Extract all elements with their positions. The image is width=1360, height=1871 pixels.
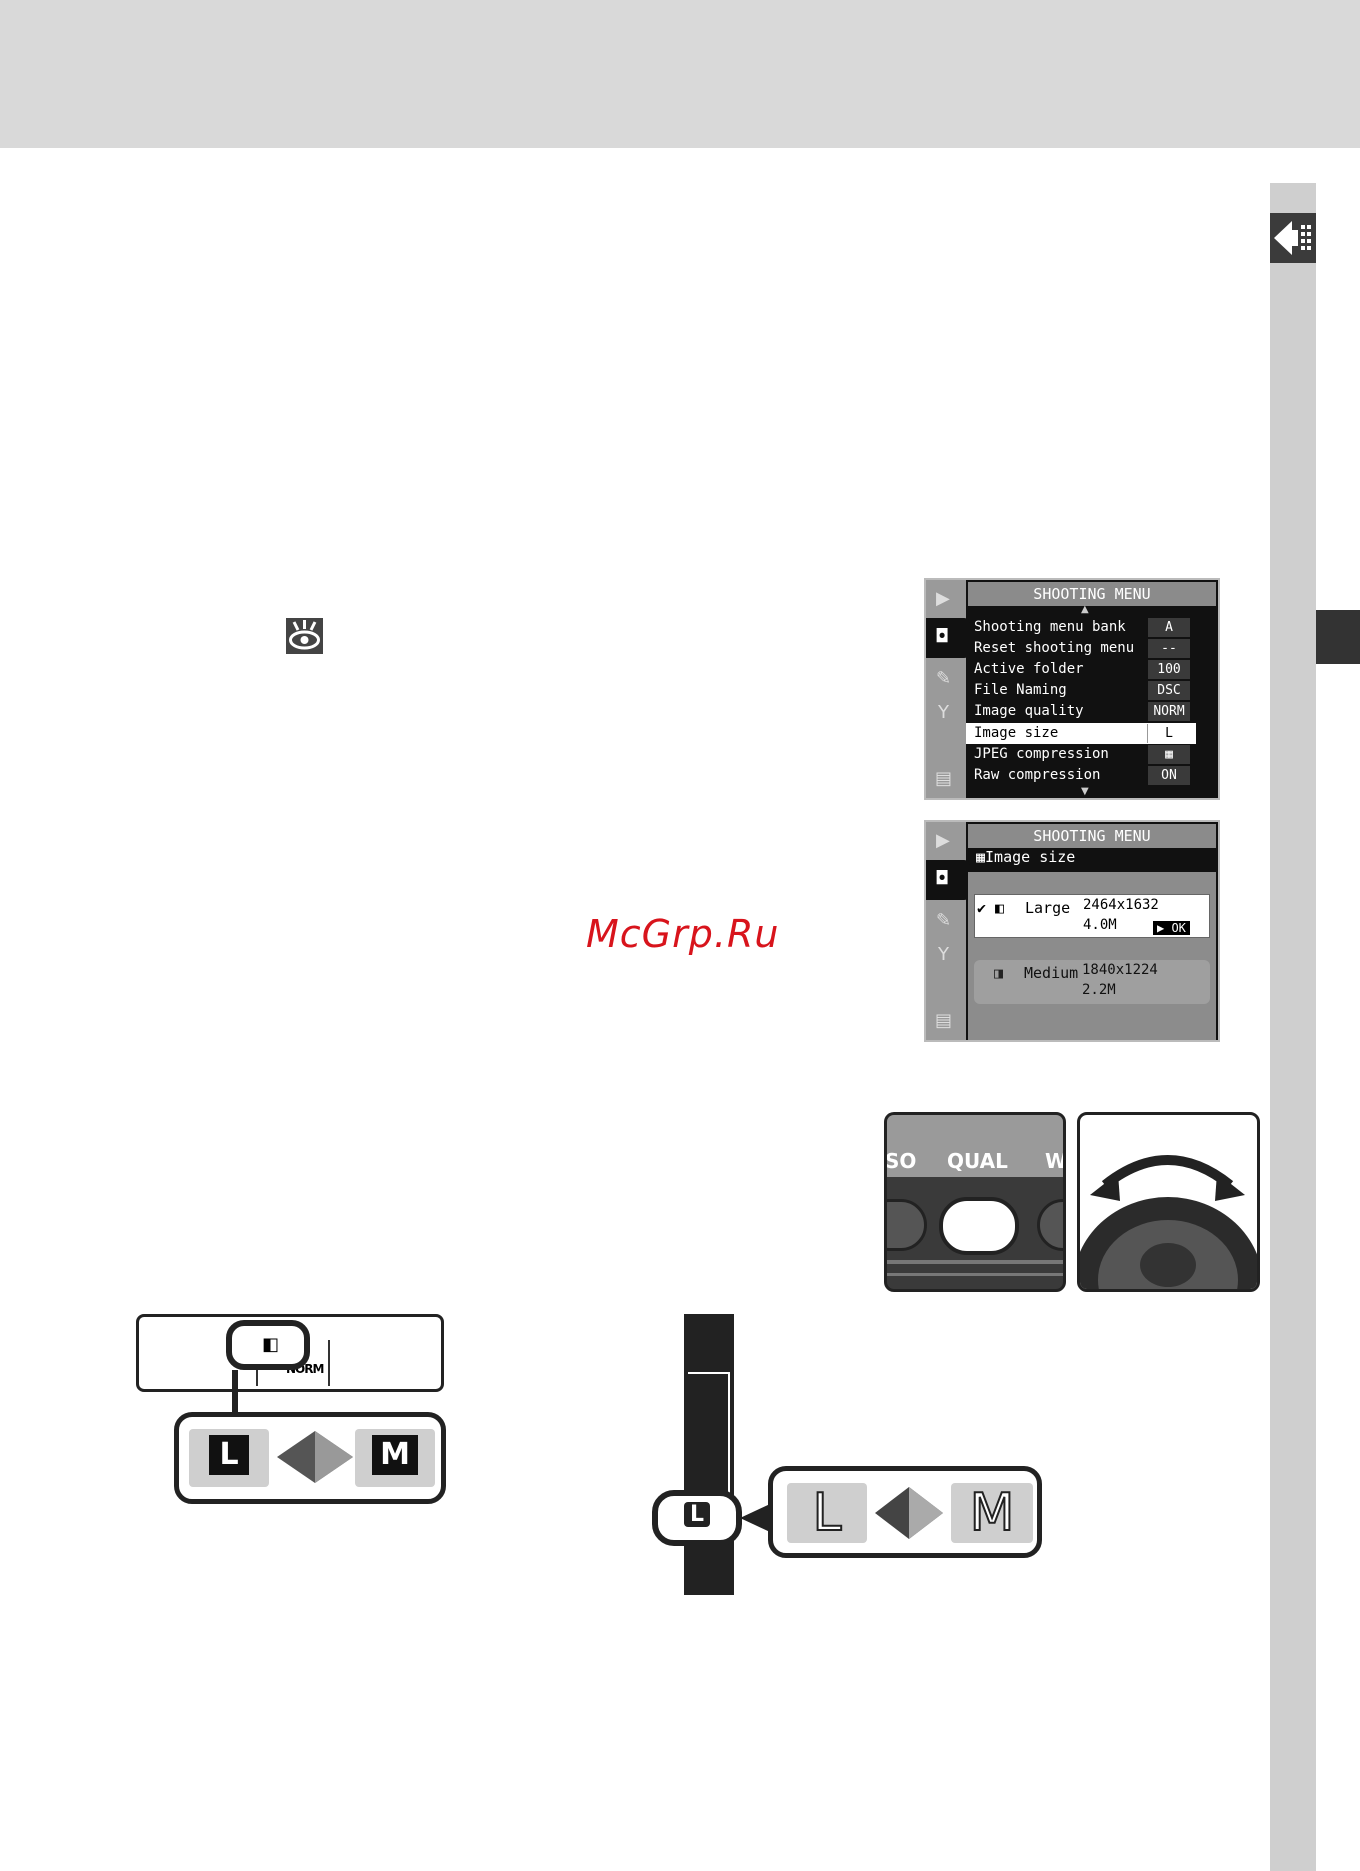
top-header-band	[0, 0, 1360, 148]
shooting-tab[interactable]	[926, 618, 970, 658]
camera-icon: ◘	[935, 626, 950, 647]
size-l-label: L	[812, 1482, 843, 1544]
body-stripe	[887, 1273, 1063, 1276]
medium-size-icon: ◨	[994, 964, 1004, 982]
menu-title: SHOOTING MENU	[968, 582, 1216, 606]
recent-menu-icon: ▤	[935, 768, 953, 789]
option-large[interactable]: ✔ ◧ Large 2464x1632 4.0M ▶ OK	[974, 894, 1210, 938]
watermark: McGrp.Ru	[586, 912, 780, 956]
ok-label: OK	[1171, 921, 1186, 935]
menu-title: SHOOTING MENU	[968, 824, 1216, 848]
rear-highlight-ring: L	[652, 1490, 742, 1546]
lcd-highlight-ring: ◧	[226, 1320, 310, 1370]
rear-size-selector: L M	[768, 1466, 1042, 1558]
image-size-heading: ▦Image size	[976, 848, 1075, 866]
medium-resolution: 1840x1224	[1082, 962, 1158, 978]
size-option-m[interactable]: M	[355, 1429, 435, 1487]
check-icon: ✔	[977, 899, 987, 917]
medium-label: Medium	[1024, 964, 1079, 982]
camera-icon: ◘	[935, 868, 950, 889]
large-label: Large	[1025, 899, 1071, 917]
shooting-tab[interactable]	[926, 860, 970, 900]
menu-arrow-icon	[1270, 213, 1316, 263]
size-l-label: L	[209, 1435, 249, 1475]
menu-tab-column: ▶ ◘ ✎ Y ▤	[926, 580, 970, 798]
eye-reference-icon	[286, 618, 323, 654]
option-medium[interactable]: ◨ Medium 1840x1224 2.2M	[974, 960, 1210, 1004]
side-index-bar	[1270, 183, 1316, 1871]
button-label-strip	[887, 1115, 1063, 1177]
chapter-tab	[1316, 610, 1360, 664]
qual-button-illustration: SO QUAL W	[884, 1112, 1066, 1292]
shooting-menu-screen: ▶ ◘ ✎ Y ▤ SHOOTING MENU ▲ Shooting menu …	[924, 578, 1220, 800]
so-label: SO	[885, 1149, 917, 1173]
size-option-m[interactable]: M	[951, 1482, 1033, 1544]
image-size-panel: ✔ ◧ Large 2464x1632 4.0M ▶ OK ◨ Medium 1…	[968, 872, 1216, 1040]
qual-button[interactable]	[939, 1197, 1019, 1255]
button-right[interactable]	[1037, 1199, 1063, 1251]
wrench-icon: Y	[938, 702, 949, 723]
rear-control-panel-strip	[684, 1314, 734, 1595]
menu-tab-column: ▶ ◘ ✎ Y ▤	[926, 822, 970, 1040]
scroll-up-arrow: ▲	[1081, 604, 1089, 615]
rear-panel-bracket	[688, 1372, 730, 1494]
large-resolution: 2464x1632	[1083, 897, 1159, 913]
large-size-icon: ◧	[995, 899, 1005, 917]
top-lcd-panel	[136, 1314, 444, 1392]
size-option-l[interactable]: L	[787, 1482, 867, 1544]
image-size-screen: ▶ ◘ ✎ Y ▤ SHOOTING MENU ▦Image size ✔ ◧ …	[924, 820, 1220, 1042]
menu-row[interactable]: JPEG compression▦	[966, 744, 1196, 765]
ok-badge[interactable]: ▶ OK	[1153, 921, 1190, 935]
lcd-size-selector: L M	[174, 1412, 446, 1504]
playback-icon: ▶	[936, 588, 950, 609]
pencil-icon: ✎	[936, 910, 952, 931]
w-label: W	[1045, 1149, 1066, 1173]
toggle-arrows-icon	[875, 1487, 943, 1539]
command-dial-illustration	[1077, 1112, 1260, 1292]
recent-menu-icon: ▤	[935, 1010, 953, 1031]
toggle-arrows-icon	[277, 1431, 353, 1483]
playback-icon: ▶	[936, 830, 950, 851]
qual-label: QUAL	[947, 1149, 1008, 1173]
medium-megapixels: 2.2M	[1082, 982, 1116, 998]
large-megapixels: 4.0M	[1083, 917, 1117, 933]
lcd-connector	[232, 1370, 238, 1416]
pencil-icon: ✎	[936, 668, 952, 689]
size-option-l[interactable]: L	[189, 1429, 269, 1487]
wrench-icon: Y	[938, 944, 949, 965]
button-left[interactable]	[887, 1199, 927, 1251]
body-stripe	[887, 1260, 1063, 1264]
menu-row[interactable]: Reset shooting menu--	[966, 638, 1196, 659]
size-m-label: M	[969, 1482, 1016, 1544]
scroll-down-arrow: ▼	[1081, 786, 1089, 797]
pointer-arrow-icon	[740, 1504, 770, 1532]
rear-size-indicator: L	[684, 1502, 711, 1527]
compression-icon: ▦	[976, 848, 986, 866]
lcd-large-icon: ◧	[262, 1334, 280, 1355]
size-m-label: M	[372, 1435, 418, 1475]
rotate-arrows-icon	[1080, 1155, 1257, 1289]
image-size-subtitle: Image size	[985, 848, 1076, 866]
